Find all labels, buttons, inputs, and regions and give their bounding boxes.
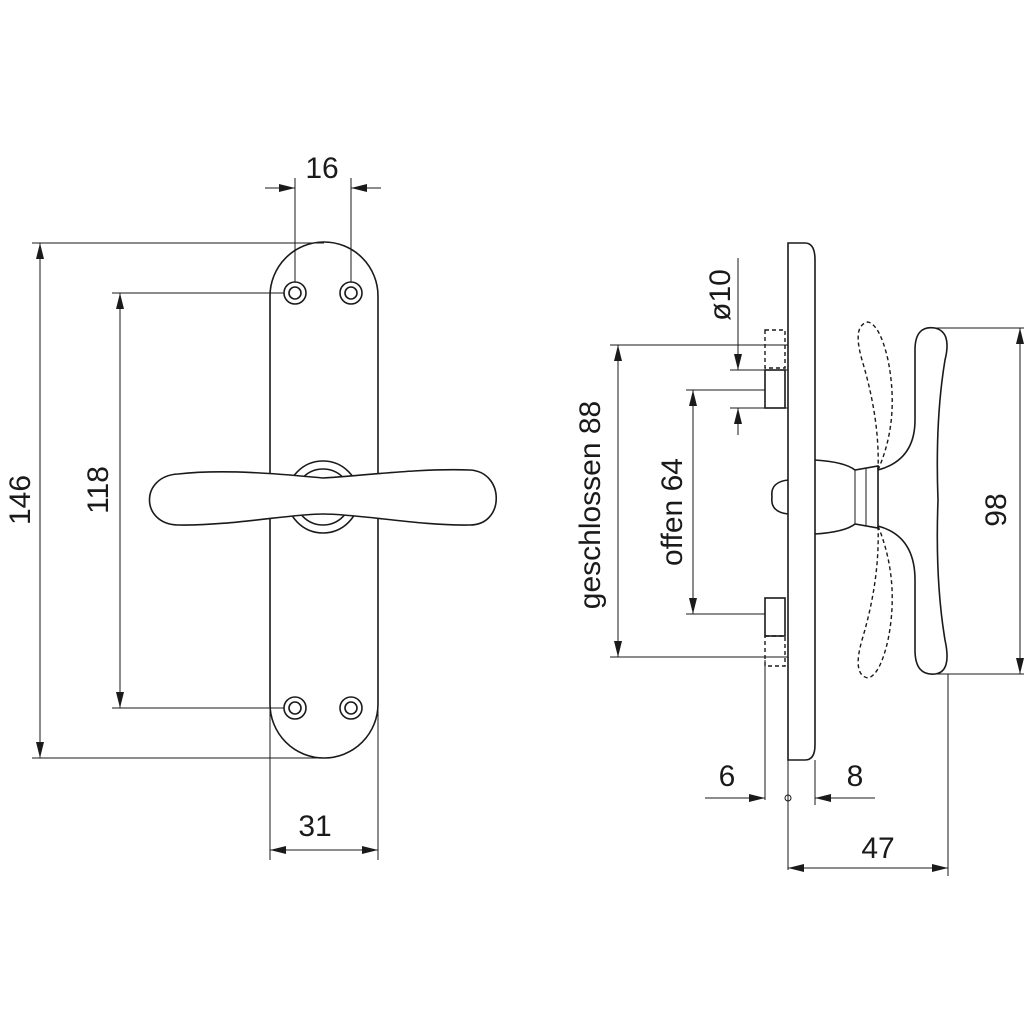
handle-open-dashed [857, 321, 893, 679]
side-view: ø10 geschlossen 88 offen 64 98 6 8 47 [574, 242, 1024, 876]
dim-open-label: offen 64 [656, 458, 689, 566]
dim-146-label: 146 [4, 475, 37, 525]
dim-closed-label: geschlossen 88 [574, 401, 607, 609]
dim-8-label: 8 [847, 760, 864, 793]
dim-118-label: 118 [82, 466, 115, 514]
dim-47-label: 47 [861, 832, 894, 865]
lever-handle [148, 468, 498, 526]
handle-closed [877, 326, 948, 675]
handle-neck [814, 459, 879, 535]
spindle-knob [771, 479, 789, 515]
dim-16-label: 16 [305, 152, 338, 185]
fixing-pins [764, 329, 786, 667]
dim-diameter-label: ø10 [704, 269, 737, 321]
dim-6-label: 6 [719, 760, 736, 793]
dim-31-label: 31 [298, 810, 331, 843]
front-view: 16 146 118 31 [4, 152, 498, 860]
backplate-side [787, 242, 816, 761]
dim-98-label: 98 [980, 493, 1013, 526]
